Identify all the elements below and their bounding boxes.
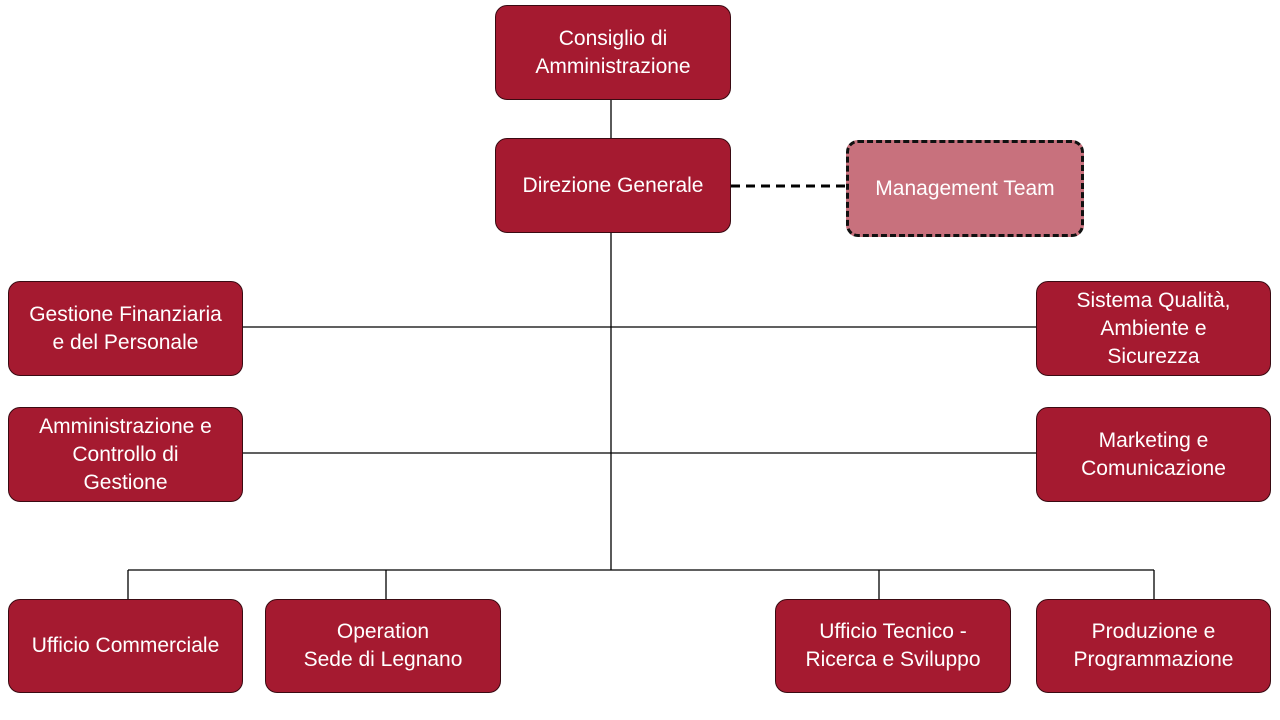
- node-management-team: Management Team: [846, 140, 1084, 237]
- node-marketing: Marketing e Comunicazione: [1036, 407, 1271, 502]
- node-finance-hr: Gestione Finanziaria e del Personale: [8, 281, 243, 376]
- node-general-direction: Direzione Generale: [495, 138, 731, 233]
- node-quality-env-safety: Sistema Qualità, Ambiente e Sicurezza: [1036, 281, 1271, 376]
- node-operation-legnano: Operation Sede di Legnano: [265, 599, 501, 693]
- node-admin-control: Amministrazione e Controllo di Gestione: [8, 407, 243, 502]
- node-board: Consiglio di Amministrazione: [495, 5, 731, 100]
- node-tech-rnd: Ufficio Tecnico - Ricerca e Sviluppo: [775, 599, 1011, 693]
- node-production-planning: Produzione e Programmazione: [1036, 599, 1271, 693]
- node-sales-office: Ufficio Commerciale: [8, 599, 243, 693]
